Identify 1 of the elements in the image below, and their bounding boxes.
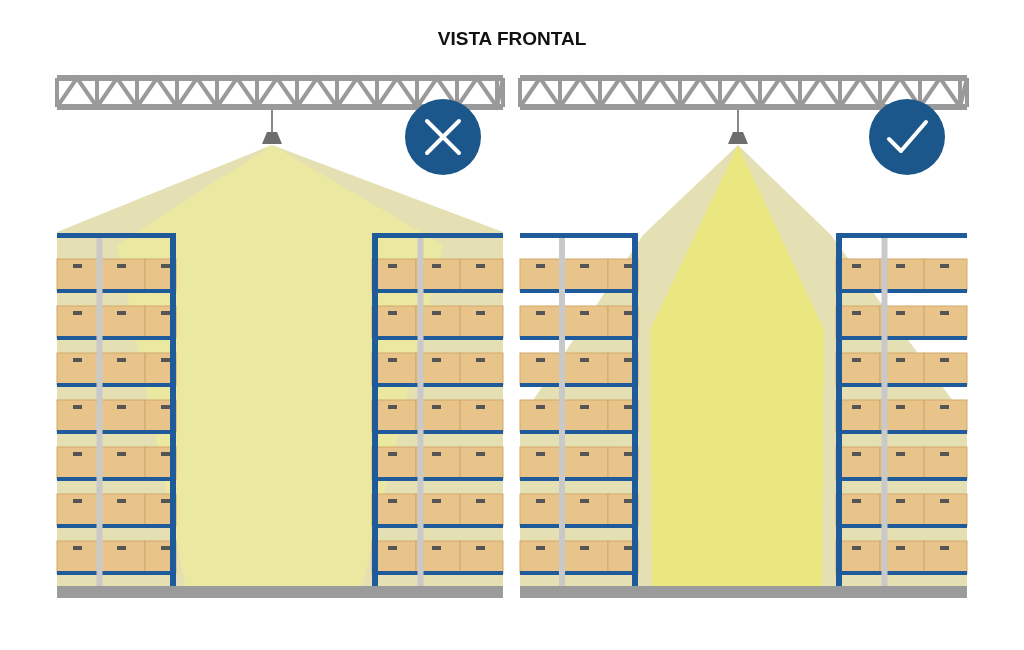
title: VISTA FRONTAL	[437, 28, 587, 49]
